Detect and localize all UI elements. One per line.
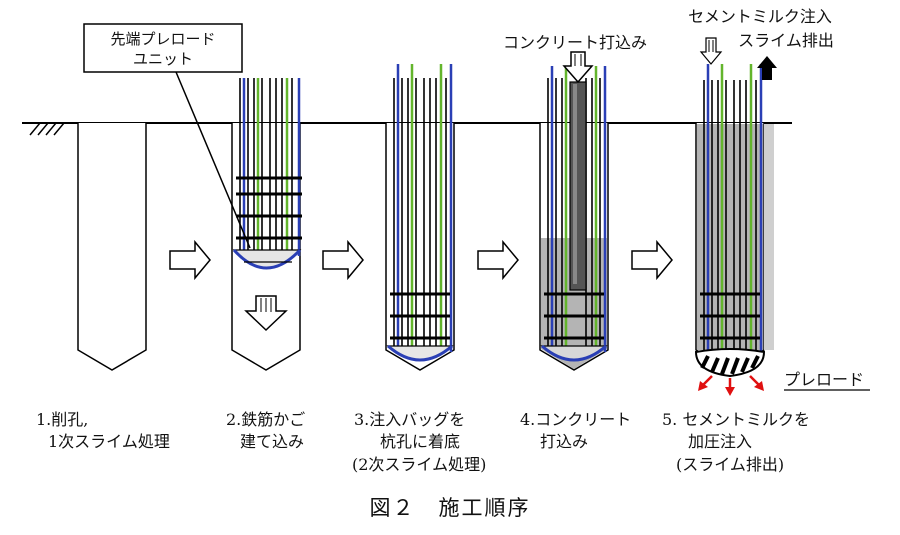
step3-caption: 3.注入バッグを 杭孔に着底 (2次スライム処理): [352, 410, 486, 474]
svg-text:(2次スライム処理): (2次スライム処理): [352, 455, 486, 474]
step5-rebar-cage: [700, 64, 763, 352]
step5-caption: 5. セメントミルクを 加圧注入 (スライム排出): [662, 410, 810, 474]
step2-down-arrow: [244, 295, 288, 332]
step4-tremie-pipe: [569, 81, 587, 291]
cement-inject-arrow: [699, 37, 723, 65]
step3-grout-bag: [386, 344, 454, 362]
step2-caption: 2.鉄筋かご 建て込み: [226, 410, 305, 451]
step1-caption: 1.削孔, 1次スライム処理: [36, 410, 170, 451]
ground-hatch: [29, 122, 65, 136]
step4-down-arrow: [562, 51, 594, 84]
figure-caption: 図２ 施工順序: [369, 496, 531, 520]
svg-text:1.削孔,: 1.削孔,: [36, 410, 88, 429]
concrete-top-label: コンクリート打込み: [503, 33, 647, 52]
svg-text:建て込み: 建て込み: [240, 432, 304, 451]
preload-label: プレロード: [784, 370, 864, 389]
tip-unit-label-1: 先端プレロード: [110, 30, 215, 48]
step4-rebar-cage: [544, 66, 607, 352]
step5-inflated-bag: [694, 348, 766, 378]
svg-text:2.鉄筋かご: 2.鉄筋かご: [226, 410, 305, 429]
svg-text:1次スライム処理: 1次スライム処理: [48, 432, 170, 451]
svg-text:(スライム排出): (スライム排出): [676, 455, 784, 474]
cement-top-label: セメントミルク注入: [688, 7, 832, 26]
step4-concrete-fill: [541, 238, 607, 369]
flow-arrow-1: [169, 239, 211, 281]
slime-discharge-arrow: [757, 56, 777, 80]
step2-rebar-cage: [236, 78, 302, 256]
step1-bore-hole: [77, 123, 147, 371]
step3-bore-hole: [385, 123, 455, 371]
tip-unit-callout: 先端プレロード ユニット: [83, 23, 251, 249]
step3-rebar-cage: [390, 64, 453, 352]
tip-unit-leader: [175, 71, 251, 249]
flow-arrow-4: [631, 239, 673, 281]
svg-text:5. セメントミルクを: 5. セメントミルクを: [662, 410, 810, 429]
flow-arrow-2: [322, 239, 364, 281]
step2-bore-hole: [231, 123, 301, 371]
svg-text:杭孔に着底: 杭孔に着底: [380, 432, 460, 451]
svg-text:打込み: 打込み: [540, 432, 588, 451]
slime-top-label: スライム排出: [738, 31, 834, 50]
step2-preload-unit: [232, 248, 302, 270]
flow-arrow-3: [477, 239, 519, 281]
preload-red-arrows: [698, 375, 764, 396]
svg-text:加圧注入: 加圧注入: [688, 432, 752, 451]
svg-text:4.コンクリート: 4.コンクリート: [520, 410, 631, 429]
step4-caption: 4.コンクリート 打込み: [520, 410, 631, 451]
svg-text:3.注入バッグを: 3.注入バッグを: [354, 410, 465, 429]
tip-unit-label-2: ユニット: [133, 50, 193, 68]
step4-grout-bag: [540, 344, 608, 362]
